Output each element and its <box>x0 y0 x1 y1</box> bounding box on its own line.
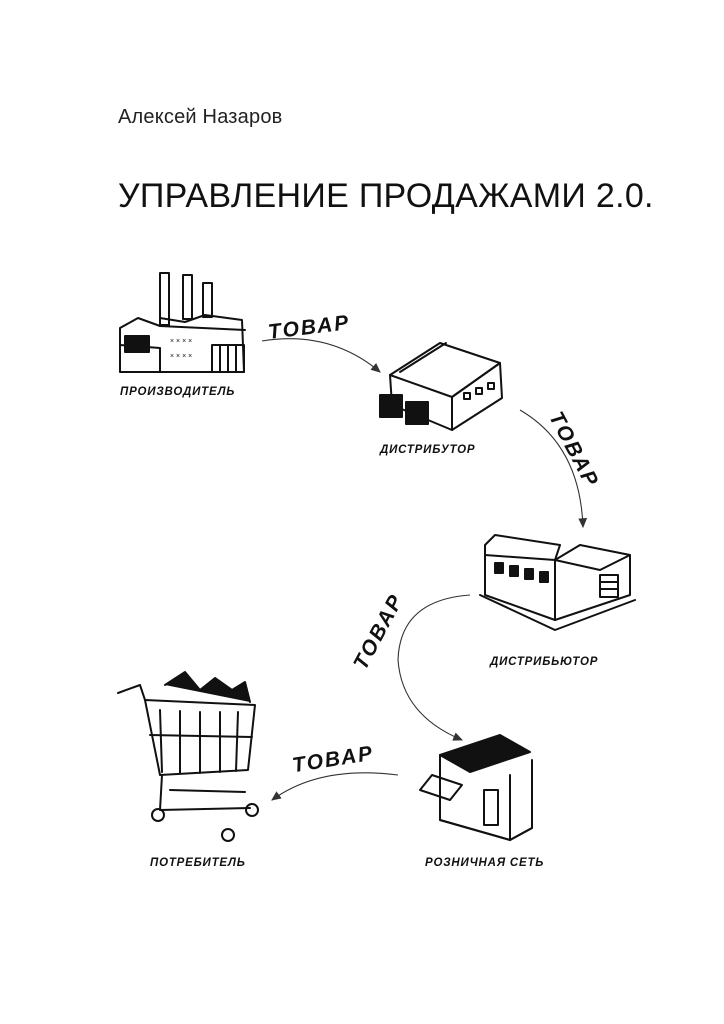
node-label-distributor-2: ДИСТРИБЬЮТОР <box>490 656 599 668</box>
node-label-consumer: ПОТРЕБИТЕЛЬ <box>150 857 246 869</box>
store-icon <box>419 734 533 841</box>
book-title: УПРАВЛЕНИЕ ПРОДАЖАМИ 2.0. <box>118 176 654 215</box>
factory-icon: × × × × × × × × <box>119 272 246 373</box>
arrow-retail-to-consumer <box>271 772 399 801</box>
arrow-manufacturer-to-distributor <box>261 338 381 373</box>
node-label-retail: РОЗНИЧНАЯ СЕТЬ <box>425 857 545 869</box>
shopping-cart-icon <box>117 671 259 842</box>
arrow-distributor-to-distributor <box>519 409 588 529</box>
hangar-icon <box>479 534 636 631</box>
svg-text:× × × ×: × × × × <box>170 338 192 345</box>
arrow-distributor-to-retail <box>397 594 471 741</box>
warehouse-icon <box>379 342 503 431</box>
node-label-distributor-1: ДИСТРИБУТОР <box>380 444 476 456</box>
book-author: Алексей Назаров <box>118 106 283 128</box>
node-label-manufacturer: ПРОИЗВОДИТЕЛЬ <box>120 386 236 398</box>
svg-text:× × × ×: × × × × <box>170 353 192 360</box>
